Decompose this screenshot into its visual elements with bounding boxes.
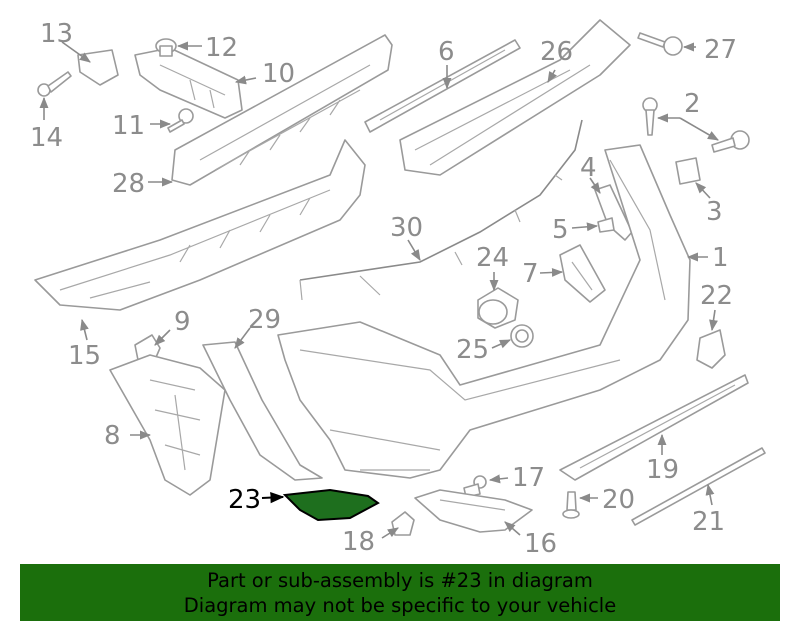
callout-26: 26 xyxy=(540,37,573,67)
callout-16: 16 xyxy=(524,529,557,559)
part-18-clip xyxy=(391,511,415,536)
leader-lines xyxy=(39,41,719,539)
part-16-bracket xyxy=(414,489,533,533)
banner-line-2: Diagram may not be specific to your vehi… xyxy=(183,594,617,617)
callout-21: 21 xyxy=(692,507,725,537)
part-24-sensor xyxy=(477,287,519,329)
callout-19: 19 xyxy=(646,455,679,485)
part-8-side-bracket xyxy=(109,354,226,496)
part-21-strip xyxy=(631,447,766,526)
part-5-nut xyxy=(597,217,615,233)
part-7-mount xyxy=(559,244,606,303)
part-23-reflector-highlighted[interactable] xyxy=(282,488,380,522)
callout-28: 28 xyxy=(112,169,145,199)
callout-4: 4 xyxy=(580,153,597,183)
part-6-strip xyxy=(364,39,521,133)
callout-8: 8 xyxy=(104,421,121,451)
part-12-clip xyxy=(155,38,177,57)
callout-14: 14 xyxy=(30,123,63,153)
callout-23-highlighted: 23 xyxy=(228,485,261,515)
callout-2: 2 xyxy=(684,89,701,119)
part-29-flare xyxy=(202,341,323,481)
callout-6: 6 xyxy=(438,37,455,67)
callout-15: 15 xyxy=(68,341,101,371)
callout-10: 10 xyxy=(262,59,295,89)
part-1-bumper-cover xyxy=(277,144,691,479)
part-3-clip xyxy=(675,157,701,185)
callout-1: 1 xyxy=(712,243,729,273)
callout-27: 27 xyxy=(704,35,737,65)
callout-30: 30 xyxy=(390,213,423,243)
banner-line-1: Part or sub-assembly is #23 in diagram xyxy=(207,569,593,592)
part-26-beam xyxy=(399,19,631,176)
info-banner: Part or sub-assembly is #23 in diagram D… xyxy=(20,564,780,621)
callout-7: 7 xyxy=(522,259,539,289)
part-10-bracket xyxy=(134,47,243,119)
part-22-cap xyxy=(696,329,726,369)
part-20-screw xyxy=(562,491,580,519)
callout-22: 22 xyxy=(700,281,733,311)
part-11-screw xyxy=(167,108,194,133)
callout-5: 5 xyxy=(552,215,569,245)
callout-24: 24 xyxy=(476,243,509,273)
part-13-bracket xyxy=(77,49,119,86)
part-27-bolt xyxy=(637,32,683,56)
callout-20: 20 xyxy=(602,485,635,515)
callout-11: 11 xyxy=(112,111,145,141)
parts-diagram: 13 12 10 14 11 28 6 26 27 2 3 4 5 30 7 1… xyxy=(30,19,766,559)
part-19-lower-trim xyxy=(559,374,749,481)
callout-29: 29 xyxy=(248,305,281,335)
callout-25: 25 xyxy=(456,335,489,365)
callout-18: 18 xyxy=(342,527,375,557)
part-2-fasteners xyxy=(642,97,750,153)
part-25-ring xyxy=(510,324,534,348)
callout-17: 17 xyxy=(512,463,545,493)
callout-9: 9 xyxy=(174,307,191,337)
callout-12: 12 xyxy=(205,33,238,63)
part-14-screw xyxy=(37,71,72,97)
callout-3: 3 xyxy=(706,197,723,227)
part-30-wiring-harness xyxy=(299,119,583,301)
callout-13: 13 xyxy=(40,19,73,49)
part-15-lower-valance xyxy=(34,139,366,311)
